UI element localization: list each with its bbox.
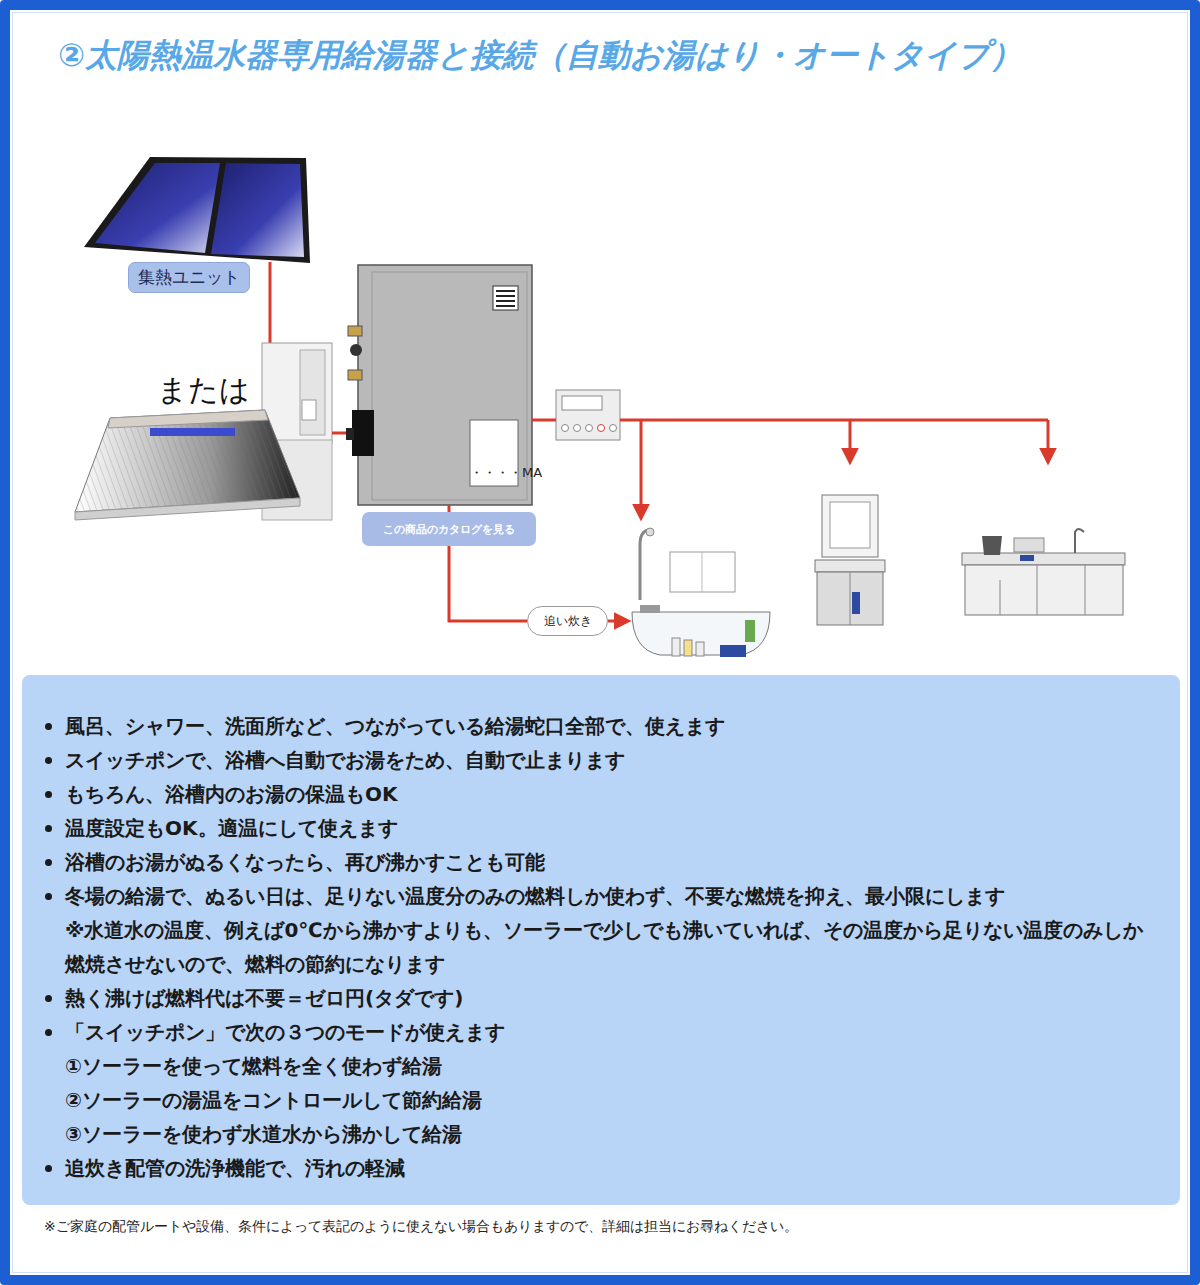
footnote: ※ご家庭の配管ルートや設備、条件によって表記のように使えない場合もありますので、… — [44, 1218, 1164, 1236]
feature-item: 冬場の給湯で、ぬるい日は、足りない温度分のみの燃料しか使わず、不要な燃焼を抑え、… — [65, 879, 1150, 913]
feature-item: 「スイッチポン」で次の３つのモードが使えます — [65, 1015, 1150, 1049]
bullet-dot — [45, 723, 52, 730]
bullet-dot — [45, 859, 52, 866]
feature-item: ※水道水の温度、例えば0℃から沸かすよりも、ソーラーで少しでも沸いていれば、その… — [65, 913, 1150, 981]
node-text: この商品のカタログを見る — [383, 522, 515, 537]
feature-item: スイッチポンで、浴槽へ自動でお湯をため、自動で止まります — [65, 743, 1150, 777]
badge: 集熱ユニット — [128, 262, 250, 293]
feature-item: もちろん、浴槽内のお湯の保温もOK — [65, 777, 1150, 811]
feature-item: 追炊き配管の洗浄機能で、汚れの軽減 — [65, 1151, 1150, 1185]
reheat-oval: 追い炊き — [527, 606, 608, 636]
feature-item: ③ソーラーを使わず水道水から沸かして給湯 — [65, 1117, 1150, 1151]
bullet-dot — [45, 791, 52, 798]
bullet-dot — [45, 893, 52, 900]
feature-item: 熱く沸けば燃料代は不要＝ゼロ円(タダです) — [65, 981, 1150, 1015]
bullet-dot — [45, 757, 52, 764]
feature-list: 風呂、シャワー、洗面所など、つながっている給湯蛇口全部で、使えますスイッチポンで… — [65, 709, 1150, 1185]
node-text: 集熱ユニット — [138, 266, 240, 289]
feature-item: ②ソーラーの湯温をコントロールして節約給湯 — [65, 1083, 1150, 1117]
feature-item: 風呂、シャワー、洗面所など、つながっている給湯蛇口全部で、使えます — [65, 709, 1150, 743]
label-text: または — [157, 370, 250, 411]
model-label: ・・・・MA — [464, 462, 548, 484]
bullet-dot — [45, 825, 52, 832]
bullet-dot — [45, 1029, 52, 1036]
pipe-connector — [449, 546, 527, 621]
bullet-dot — [45, 1165, 52, 1172]
feature-item: ①ソーラーを使って燃料を全く使わず給湯 — [65, 1049, 1150, 1083]
title: ②太陽熱温水器専用給湯器と接続（自動お湯はり・オートタイプ） — [58, 34, 1022, 78]
feature-item: 温度設定もOK。適温にして使えます — [65, 811, 1150, 845]
bullet-dot — [45, 995, 52, 1002]
node-text: ・・・・MA — [470, 464, 542, 482]
feature-panel: 風呂、シャワー、洗面所など、つながっている給湯蛇口全部で、使えますスイッチポンで… — [22, 675, 1180, 1205]
node-text: 追い炊き — [544, 613, 592, 630]
catalog-button: この商品のカタログを見る — [362, 512, 536, 546]
feature-item: 浴槽のお湯がぬるくなったら、再び沸かすことも可能 — [65, 845, 1150, 879]
